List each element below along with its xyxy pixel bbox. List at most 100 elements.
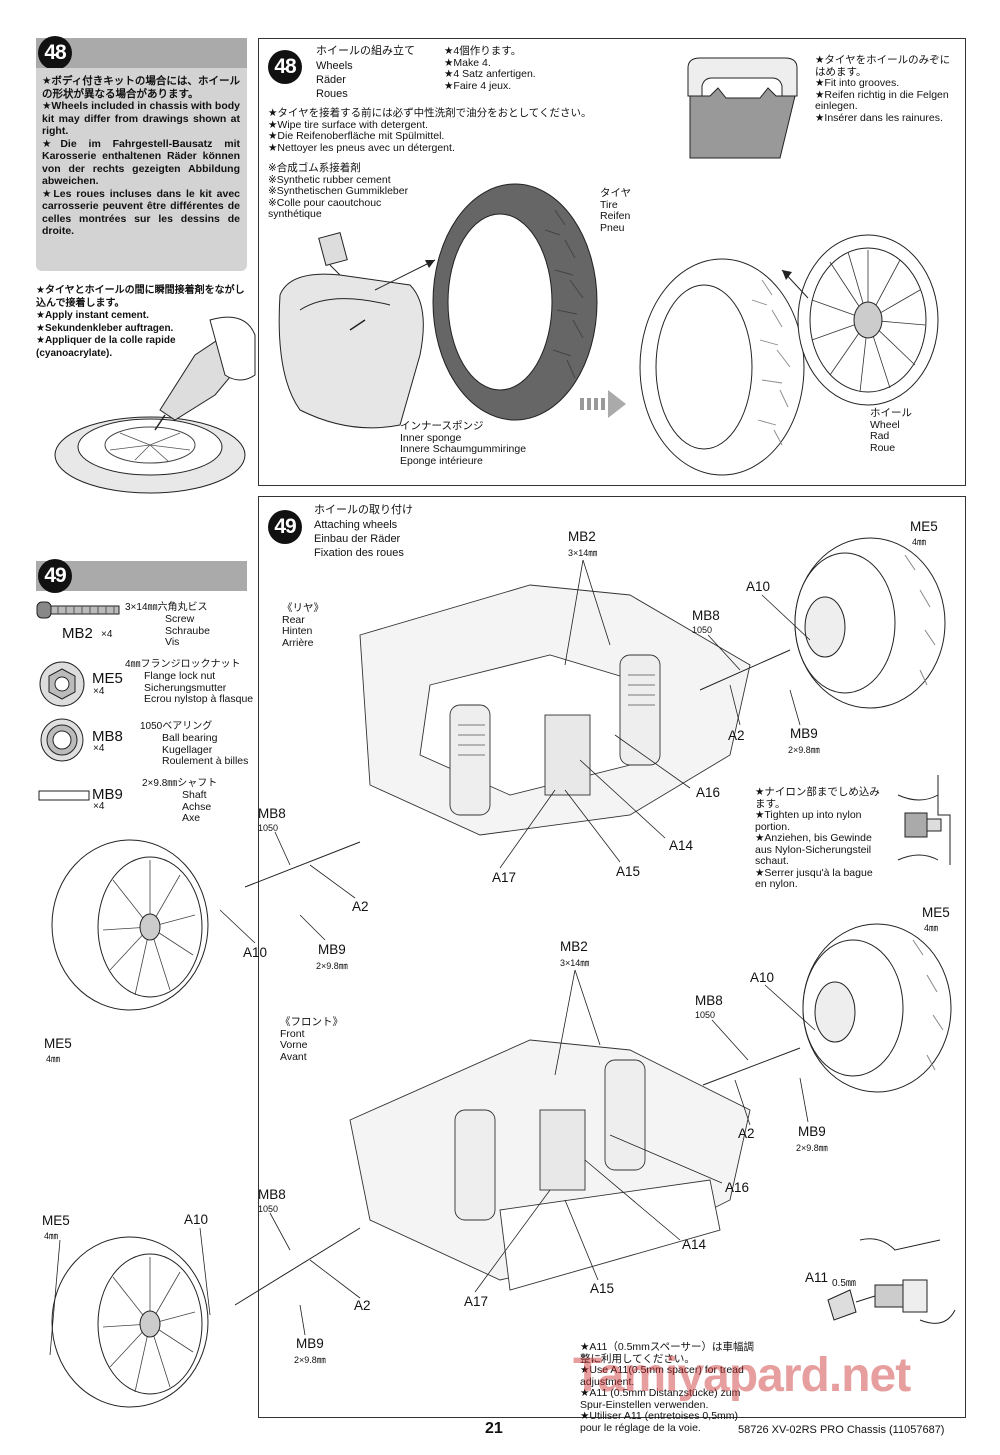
step-49-title-en: Attaching wheels bbox=[314, 519, 398, 531]
label-a10-front-left: A10 bbox=[184, 1212, 209, 1227]
label-a2-front-right: A2 bbox=[738, 1126, 755, 1141]
footer-title: 58726 XV-02RS PRO Chassis (11057687) bbox=[738, 1424, 945, 1436]
label-a16-rear: A16 bbox=[696, 785, 721, 800]
step-48-detergent: ★タイヤを接着する前には必ず中性洗剤で油分をおとしてください。 ★Wipe ti… bbox=[268, 107, 592, 154]
label-mb9-front-right: MB9 bbox=[798, 1124, 826, 1139]
part-code-mb2: MB2 bbox=[62, 625, 93, 642]
label-mb2-rear-size: 3×14㎜ bbox=[568, 548, 598, 558]
step-48-grooves: ★タイヤをホイールのみぞにはめます。 ★Fit into grooves. ★R… bbox=[815, 54, 951, 124]
label-mb8-front-left-size: 1050 bbox=[258, 1204, 279, 1214]
ball-bearing-icon bbox=[40, 718, 84, 762]
label-mb9-rear-right-size: 2×9.8㎜ bbox=[788, 745, 820, 755]
label-mb9-front-left-size: 2×9.8㎜ bbox=[294, 1355, 326, 1365]
step-48-sidebar-number: 48 bbox=[38, 36, 72, 70]
label-a11-size: 0.5㎜ bbox=[832, 1278, 856, 1289]
label-me5-front-left: ME5 bbox=[42, 1213, 70, 1228]
front-right-wheel bbox=[802, 923, 952, 1093]
label-a14-front: A14 bbox=[682, 1237, 707, 1252]
label-mb2-front: MB2 bbox=[560, 939, 588, 954]
part-names-me5: Flange lock nut Sicherungsmutter Ecrou n… bbox=[144, 670, 254, 705]
watermark: Tamiyapard.net bbox=[573, 1349, 911, 1402]
label-a11: A11 bbox=[805, 1270, 829, 1285]
part-code-me5: ME5 bbox=[92, 670, 123, 687]
front-label: 《フロント》 Front Vorne Avant bbox=[280, 1016, 343, 1063]
part-spec-me5: 4㎜フランジロックナット bbox=[125, 659, 241, 670]
label-me5-rear-right-size: 4㎜ bbox=[912, 537, 927, 547]
part-qty-mb8: ×4 bbox=[93, 743, 105, 754]
step-48-title-fr: Roues bbox=[316, 88, 348, 100]
step-48-sidebar-note-box bbox=[36, 68, 247, 271]
part-code-mb9: MB9 bbox=[92, 786, 123, 803]
label-mb8-front-right-size: 1050 bbox=[695, 1010, 716, 1020]
part-spec-mb2: 3×14㎜六角丸ビス bbox=[125, 602, 208, 613]
step-48-title-de: Räder bbox=[316, 74, 346, 86]
step-49-frame bbox=[258, 496, 966, 1418]
step-48-number: 48 bbox=[268, 50, 302, 84]
tire-cross-section-illustration bbox=[687, 57, 798, 159]
label-mb2-rear: MB2 bbox=[568, 529, 596, 544]
step-48-make: ★4個作ります。 ★Make 4. ★4 Satz anfertigen. ★F… bbox=[444, 45, 536, 92]
nylon-note: ★ナイロン部までしめ込みます。 ★Tighten up into nylon p… bbox=[755, 786, 880, 890]
arrow-right-icon bbox=[580, 390, 626, 418]
tire-fitted-illustration bbox=[639, 258, 805, 476]
step-49-sidebar-number: 49 bbox=[38, 559, 72, 593]
label-mb9-rear-right: MB9 bbox=[790, 726, 818, 741]
label-mb8-rear-left: MB8 bbox=[258, 806, 286, 821]
label-a10-front-right: A10 bbox=[750, 970, 775, 985]
page-number: 21 bbox=[485, 1420, 503, 1437]
front-chassis-illustration bbox=[349, 1039, 751, 1291]
rear-right-wheel bbox=[794, 537, 946, 709]
step-48-frame bbox=[258, 38, 966, 486]
label-me5-front-left-size: 4㎜ bbox=[44, 1231, 59, 1241]
label-me5-rear-left: ME5 bbox=[44, 1036, 72, 1051]
label-a15-rear: A15 bbox=[616, 864, 641, 879]
part-qty-me5: ×4 bbox=[93, 686, 105, 697]
shaft-icon bbox=[38, 790, 90, 801]
label-me5-front-right: ME5 bbox=[922, 905, 950, 920]
step-49-title-de: Einbau der Räder bbox=[314, 533, 401, 545]
assembly-arrow bbox=[781, 269, 809, 299]
label-a10-rear-right: A10 bbox=[746, 579, 771, 594]
label-mb8-front-right: MB8 bbox=[695, 993, 723, 1008]
step-48-cement: ※合成ゴム系接着剤 ※Synthetic rubber cement ※Synt… bbox=[268, 162, 409, 220]
label-a2-rear-left: A2 bbox=[352, 899, 369, 914]
label-a14-rear: A14 bbox=[669, 838, 694, 853]
step-49-title-fr: Fixation des roues bbox=[314, 547, 404, 559]
front-left-wheel bbox=[51, 1236, 209, 1408]
label-mb8-rear-right-size: 1050 bbox=[692, 625, 713, 635]
flange-nut-icon bbox=[39, 661, 85, 707]
label-a16-front: A16 bbox=[725, 1180, 750, 1195]
rear-chassis-illustration bbox=[359, 584, 751, 836]
instant-cement-illustration bbox=[54, 316, 256, 494]
part-spec-mb8: 1050ベアリング bbox=[140, 721, 213, 732]
part-spec-mb9: 2×9.8㎜シャフト bbox=[142, 778, 218, 789]
label-mb8-front-left: MB8 bbox=[258, 1187, 286, 1202]
label-a17-rear: A17 bbox=[492, 870, 517, 885]
label-me5-front-right-size: 4㎜ bbox=[924, 923, 939, 933]
label-a17-front: A17 bbox=[464, 1294, 489, 1309]
a11-note: ★A11（0.5mmスペーサー）は車幅調整に利用してください。 ★Use A11… bbox=[580, 1341, 754, 1434]
part-code-mb8: MB8 bbox=[92, 728, 123, 745]
label-mb9-rear-left-size: 2×9.8㎜ bbox=[316, 961, 348, 971]
label-me5-rear-left-size: 4㎜ bbox=[46, 1054, 61, 1064]
rear-label: 《リヤ》 Rear Hinten Arrière bbox=[282, 602, 324, 649]
part-qty-mb9: ×4 bbox=[93, 801, 105, 812]
tire-illustration bbox=[374, 183, 598, 421]
label-a2-rear-right: A2 bbox=[728, 728, 745, 743]
wheel-rim-illustration bbox=[797, 234, 939, 406]
part-names-mb2: Screw Schraube Vis bbox=[165, 613, 210, 648]
rear-left-wheel bbox=[51, 839, 209, 1011]
label-mb9-front-right-size: 2×9.8㎜ bbox=[796, 1143, 828, 1153]
step-48-sponge-label: インナースポンジ Inner sponge Innere Schaumgummi… bbox=[400, 420, 527, 467]
part-names-mb8: Ball bearing Kugellager Roulement à bill… bbox=[162, 732, 249, 767]
step-49-number: 49 bbox=[268, 510, 302, 544]
inner-sponge-illustration bbox=[278, 232, 424, 429]
step-48-tire-label: タイヤ Tire Reifen Pneu bbox=[600, 187, 632, 234]
label-mb9-rear-left: MB9 bbox=[318, 942, 346, 957]
step-49-title-jp: ホイールの取り付け bbox=[314, 504, 413, 516]
label-mb8-rear-left-size: 1050 bbox=[258, 823, 279, 833]
part-qty-mb2: ×4 bbox=[101, 629, 113, 640]
nylon-nut-detail bbox=[897, 775, 951, 865]
step-48-title-jp: ホイールの組み立て bbox=[316, 45, 415, 57]
